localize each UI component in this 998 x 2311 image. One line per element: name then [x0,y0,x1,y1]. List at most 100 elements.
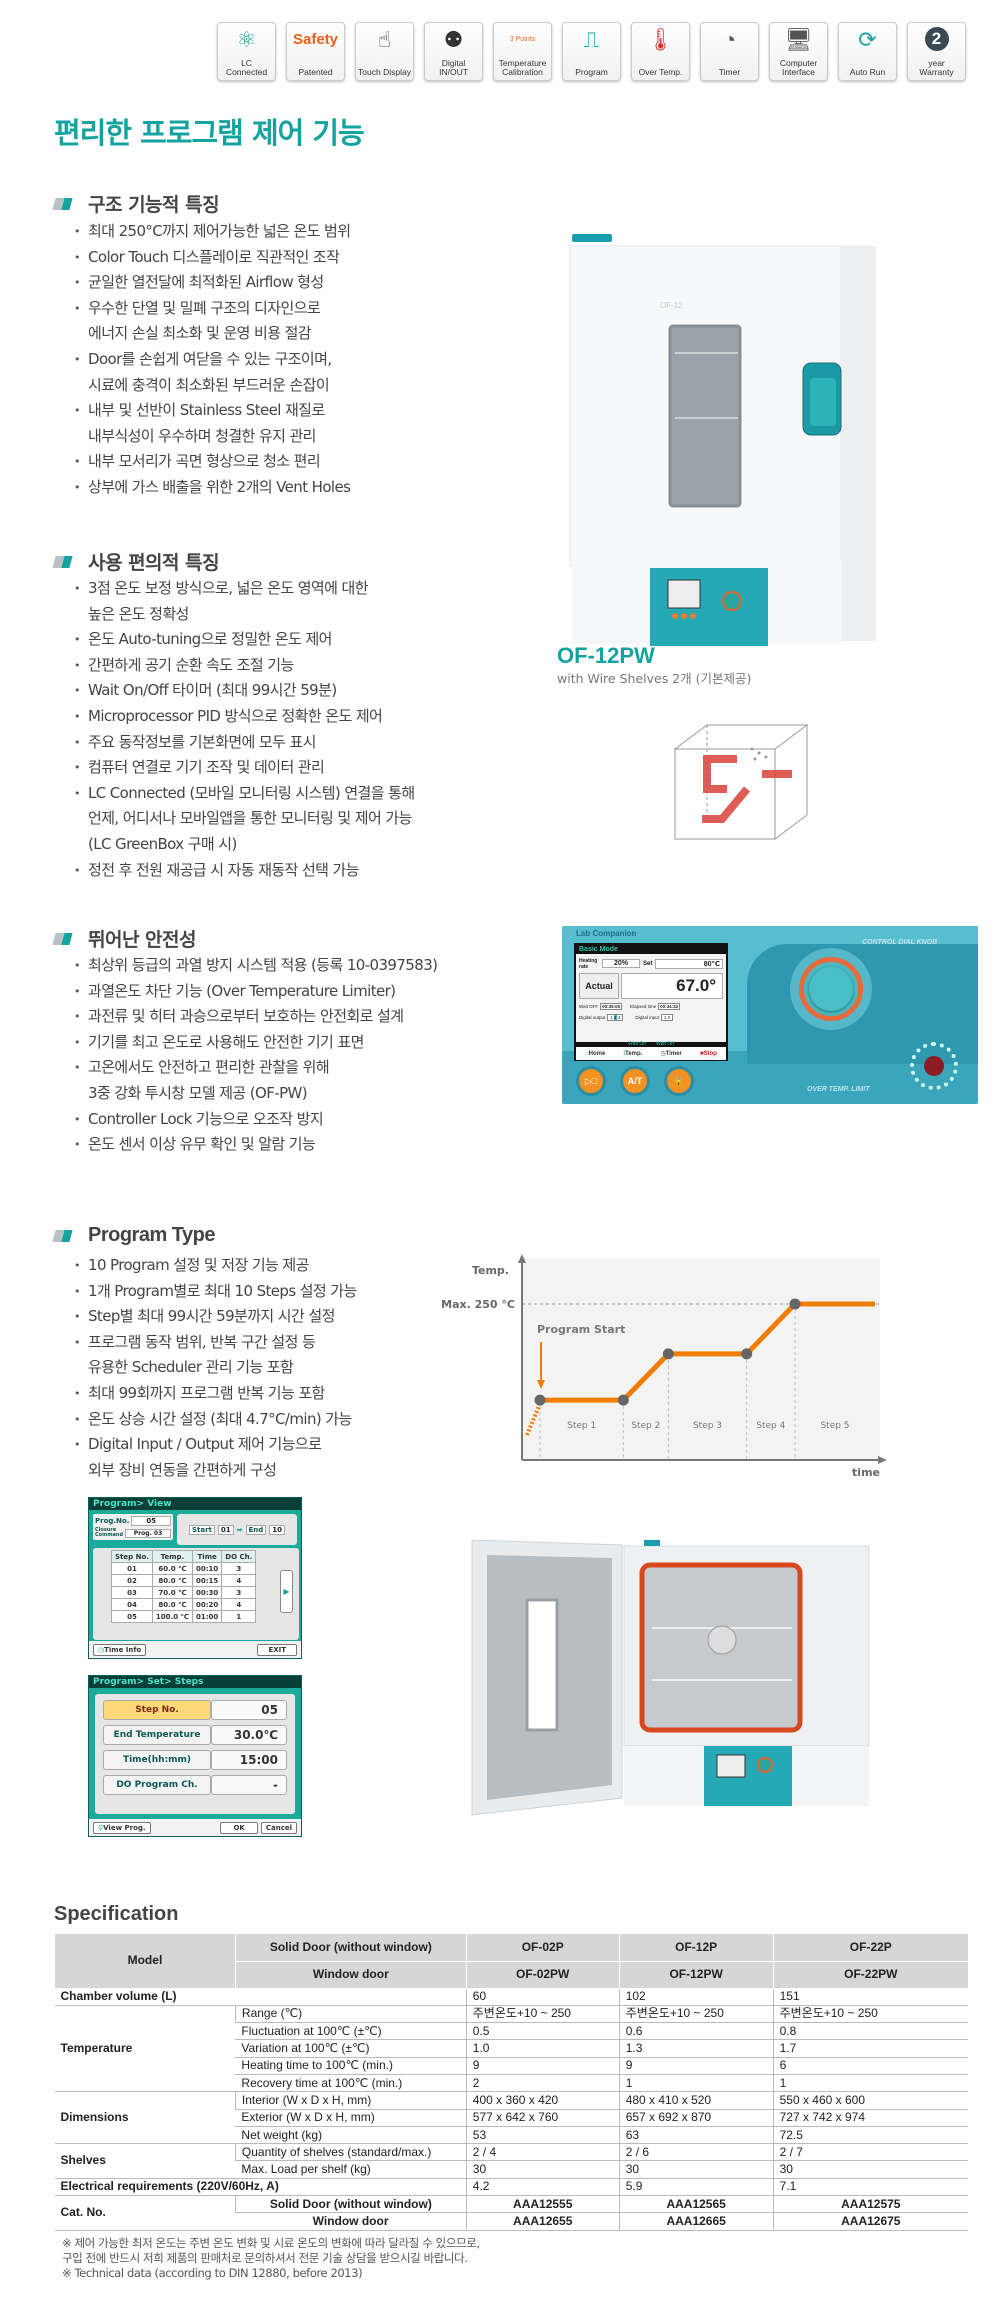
auto-tune-button[interactable]: A/T [620,1066,650,1096]
list-item: 과전류 및 히터 과승으로부터 보호하는 안전회로 설계 [74,1004,437,1030]
column-header: Time [191,1550,223,1563]
control-dial-knob[interactable] [790,948,872,1030]
list-item: 온도 Auto-tuning으로 정밀한 온도 제어 [74,627,415,653]
screen-title: Program> Set> Steps [89,1676,301,1688]
cell: 1 [618,2074,774,2093]
stop-icon: ■ [699,1050,704,1057]
cell: 4 [221,1598,257,1611]
cell: AAA12675 [772,2212,968,2231]
y-axis-label: Temp. [472,1264,509,1277]
program-view-screen: Program> View Prog.No.05 Closure Command… [88,1497,302,1659]
nav-timer[interactable]: ◷Timer [660,1051,682,1057]
cell: 1.7 [772,2039,968,2058]
field-value: 30.0℃ [211,1725,287,1745]
step-label: Step 3 [693,1421,722,1431]
start-step-field[interactable]: 01 [217,1524,234,1535]
nav-home[interactable]: ⌂Home [585,1050,606,1057]
safety-icon: Safety [292,31,339,48]
touch-hand-icon: ☝ [377,27,392,52]
wait-value: 00:35:00 [600,1003,623,1010]
step-no-row[interactable]: Step No.05 [103,1700,287,1720]
list-item: 과열온도 차단 기능 (Over Temperature Limiter) [74,979,437,1005]
view-prog-button[interactable]: ⚲View Prog. [93,1821,151,1834]
nav-stop[interactable]: ■Stop [699,1050,717,1057]
elapsed-label: Elapsed time [630,1004,657,1009]
row-label: Heating time to 100℃ (min.) [235,2057,467,2075]
list-item: 균일한 열전달에 최적화된 Airflow 형성 [74,270,350,296]
wait-on-indicator: Wait On [628,1041,647,1047]
feature-lc-connected: ⚛LC Connected [217,22,276,81]
lock-button[interactable]: 🔓 [664,1066,694,1096]
digital-input-indicators: 1 2 [660,1014,674,1021]
arrow-down-icon [537,1380,545,1389]
list-item: Wait On/Off 타이머 (최대 99시간 59분) [74,678,415,704]
y-axis-arrow-icon [518,1254,526,1263]
prog-no-field[interactable]: 05 [131,1516,171,1526]
cell: 3 [221,1586,257,1599]
cell: 0.5 [465,2022,620,2041]
end-step-field[interactable]: 10 [269,1524,286,1535]
list-item: 1개 Program별로 최대 10 Steps 설정 가능 [74,1279,357,1305]
wait-label: Wait OFF [579,1004,599,1009]
closure-command-field[interactable]: Prog. 03 [125,1528,171,1538]
cell: 2 / 6 [618,2143,774,2162]
model-cell: OF-22P [772,1934,968,1962]
feature-over-temp: 🌡Over Temp. [631,22,690,81]
cell: 30 [618,2160,774,2179]
product-model: OF-12PW [557,643,655,668]
time-info-button[interactable]: ◷Time Info [93,1643,147,1656]
run-stop-button[interactable]: ▷□ [576,1066,606,1096]
model-cell: OF-02PW [465,1961,620,1989]
ok-button[interactable]: OK [220,1821,258,1834]
column-header: Step No. [111,1550,153,1563]
list-item: 온도 상승 시간 설정 (최대 4.7°C/min) 가능 [74,1407,357,1433]
cell: 02 [111,1574,153,1587]
cell: 72.5 [772,2126,968,2145]
cell: 00:20 [191,1598,223,1611]
group-label: Cat. No. [54,2195,236,2231]
clock-icon: ◷ [660,1051,666,1057]
heating-rate-value: 20% [602,959,640,968]
nav-temp[interactable]: ǀTemp. [623,1050,643,1057]
cell: 00:15 [191,1574,223,1587]
data-point [789,1298,801,1310]
airflow-diagram [667,719,815,843]
over-temp-limit-dial[interactable] [910,1042,958,1090]
cell: 577 x 642 x 760 [465,2109,620,2127]
do-program-row[interactable]: DO Program Ch.- [103,1775,287,1795]
solid-door-header: Solid Door (without window) [234,1934,467,1962]
step-label: Step 4 [756,1421,785,1431]
next-page-button[interactable]: ▶ [280,1570,293,1613]
exit-button[interactable]: EXIT [257,1643,297,1656]
time-row[interactable]: Time(hh:mm)15:00 [103,1750,287,1770]
group-label: Dimensions [54,2091,236,2145]
thermometer-icon: ǀ [623,1050,626,1057]
row-label: Fluctuation at 100℃ (±℃) [235,2022,467,2041]
cell: 80.0 ℃ [151,1574,193,1587]
monitor-icon: 🖥 [784,27,813,52]
cell: 주변온도+10 ~ 250 [465,2005,620,2024]
cell: AAA12575 [772,2195,968,2214]
cell: 05 [111,1610,153,1623]
search-icon: ⚲ [98,1823,104,1832]
cancel-button[interactable]: Cancel [260,1821,297,1834]
cell: 400 x 360 x 420 [465,2091,620,2110]
row-label: Net weight (kg) [235,2126,467,2145]
program-feature-list: 10 Program 설정 및 저장 기능 제공 1개 Program별로 최대… [74,1253,357,1483]
model-cell: OF-12P [618,1934,774,1962]
cell: 1 [221,1610,257,1623]
cell: 01 [111,1562,153,1575]
